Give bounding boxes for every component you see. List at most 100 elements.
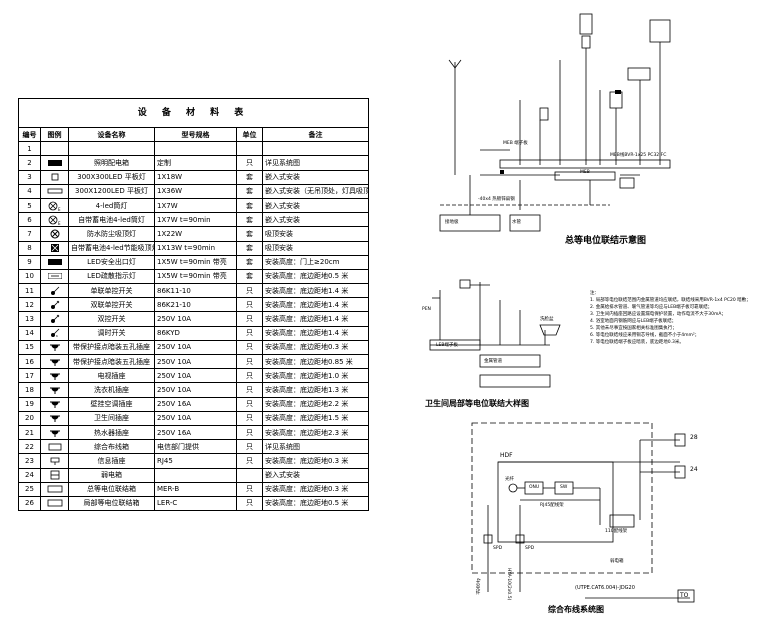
table-cell-note: 安装高度：底边距地0.5 米: [261, 495, 370, 512]
circle-x-icon: [40, 226, 69, 242]
device-box: [627, 67, 651, 81]
box-x-icon: [40, 240, 69, 256]
spd1-label: SPD: [493, 546, 503, 551]
device-box-3: [539, 107, 549, 121]
meb-line-label: MEB线BVR-1x25 PC32 FC: [610, 153, 667, 158]
note-line: 5. 其他未尽事宜按国家相关标准图集执行；: [590, 326, 677, 331]
n28-label: 28: [690, 434, 698, 441]
note-line: 6. 等电位联结线应采用铜芯导线，截面不小于4mm²；: [590, 333, 700, 338]
socket-icon: [40, 339, 69, 356]
note-line: 1. 局部等电位联结范围内金属管道均应联结，联结线采用BVR-1x4 PC20 …: [590, 298, 751, 303]
table-cell-model: 1X13W t=90min: [154, 240, 237, 256]
meb-terminal-bar: [499, 159, 671, 169]
top-diagram-title: 总等电位联结示意图: [565, 236, 647, 246]
sw-label: SW: [560, 485, 568, 490]
to-label: TO: [680, 592, 689, 599]
leb-label: LEB端子板: [436, 343, 458, 348]
device-box-2: [609, 91, 623, 109]
table-cell-name: 自带蓄电池4-led节能吸顶灯: [68, 240, 155, 256]
n24-label: 24: [690, 466, 698, 473]
onu-label: ONU: [529, 485, 540, 490]
table-cell-note: 嵌入式安装: [261, 197, 370, 214]
meb-terminal-label: MEB 端子板: [503, 141, 528, 146]
table-cell-note: 详见系统图: [261, 155, 370, 171]
note-line: 注：: [590, 291, 599, 296]
wash-basin-icon: [539, 324, 561, 336]
sink-label: 洗脸盆: [540, 317, 554, 322]
pen-label: PEN: [422, 307, 431, 312]
ground-label: 接地极: [445, 220, 459, 225]
bottom-diagram-title: 综合布线系统图: [548, 605, 604, 614]
cable-label: (UTPE.CAT6.004)-JDG20: [575, 585, 635, 591]
pipe-label-mid: 金属管道: [484, 359, 502, 364]
table-cell-unit: 只: [236, 155, 263, 171]
table-cell-name: 4-led筒灯: [68, 197, 155, 214]
note-line: 4. 浴室地面内钢筋网应与LEB端子板联结；: [590, 319, 677, 324]
p110-label: 110配线架: [605, 529, 628, 534]
mid-diagram-notes: 注： 1. 局部等电位联结范围内金属管道均应联结，联结线采用BVR-1x4 PC2…: [590, 290, 751, 346]
table-cell-no: 6: [18, 212, 41, 228]
table-cell-note: [261, 141, 370, 157]
hdf-label: HDF: [500, 452, 513, 459]
table-header-cell: 备注: [261, 126, 370, 143]
table-cell-note: 吸顶安装: [261, 240, 370, 256]
note-line: 7. 等电位联结端子板应暗装，底边距地0.3米。: [590, 340, 684, 345]
table-cell-unit: 套: [236, 212, 263, 228]
table-cell-note: 嵌入式安装（无吊顶处，灯具吸顶安装）: [261, 183, 370, 199]
table-cell-note: 嵌入式安装: [261, 212, 370, 228]
table-cell-model: LER-C: [154, 495, 237, 512]
table-header-cell: 型号规格: [154, 126, 237, 143]
table-header-cell: 单位: [236, 126, 263, 143]
hub-label: 弱电箱: [610, 559, 624, 564]
weak-current-box-outline: [471, 422, 653, 574]
rj45-label: RJ45配线架: [540, 503, 564, 508]
circle-x-e-icon: E: [40, 212, 69, 228]
bar-label: -40x4 热镀锌扁钢: [478, 197, 515, 202]
pipe-label: 水管: [512, 220, 521, 225]
fiber-label: 光纤: [505, 477, 514, 482]
antenna-icon: [448, 59, 462, 69]
meb-label: MEB: [580, 170, 590, 175]
table-cell-name: 照明配电箱: [68, 155, 155, 171]
svg-text:E: E: [58, 207, 61, 211]
table-cell-name: 自带蓄电池4-led筒灯: [68, 212, 155, 228]
mid-diagram-title: 卫生间局部等电位联结大样图: [425, 399, 529, 408]
spd2-label: SPD: [525, 546, 535, 551]
incoming-cable-label: HYA-10(2x0.5): [506, 568, 511, 601]
table-cell-name: 防水防尘吸顶灯: [68, 226, 155, 242]
table-cell-unit: 套: [236, 197, 263, 214]
table-row: 1: [18, 141, 370, 157]
table-cell-no: 5: [18, 197, 41, 214]
incoming-fiber-label: 4芯光纤: [475, 578, 480, 595]
table-header-cell: 设备名称: [68, 126, 155, 143]
note-line: 3. 卫生间内插座回路应设置漏电保护装置，动作电流不大于30mA；: [590, 312, 726, 317]
table-cell-note: 吸顶安装: [261, 226, 370, 242]
meb-box: [554, 171, 616, 181]
table-cell-note: 嵌入式安装: [261, 169, 370, 185]
roof-equipment-a: [579, 13, 593, 35]
roof-equipment-b: [581, 35, 591, 49]
svg-text:E: E: [58, 221, 61, 225]
rect-long-icon: [40, 183, 69, 199]
